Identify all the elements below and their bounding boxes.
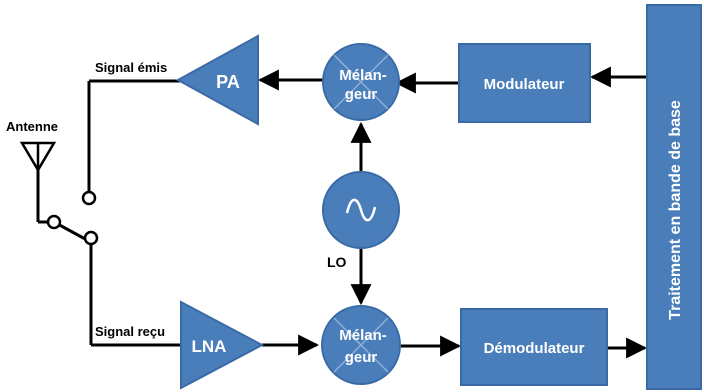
lna-amplifier: LNA <box>180 300 265 390</box>
modulator-label: Modulateur <box>484 76 565 93</box>
mixer-bottom-label-line2: geur <box>345 349 378 366</box>
pa-label: PA <box>216 72 240 92</box>
baseband-label: Traitement en bande de base <box>667 100 684 320</box>
local-oscillator <box>322 171 400 249</box>
switch-contact-common <box>46 214 62 230</box>
sine-wave-icon <box>345 198 377 222</box>
mixer-bottom-label-line1: Mélan- <box>339 327 387 344</box>
signal-rx-label: Signal reçu <box>95 324 165 339</box>
rf-switch <box>46 190 99 246</box>
antenna-label: Antenne <box>6 119 58 134</box>
baseband-block: Traitement en bande de base <box>646 4 702 390</box>
wires <box>36 66 648 359</box>
mixer-top: Mélan- geur <box>322 43 400 121</box>
demodulator-block: Démodulateur <box>460 308 608 386</box>
pa-amplifier: PA <box>175 34 259 126</box>
antenna-icon <box>19 141 57 173</box>
mixer-top-label-line2: geur <box>345 86 378 103</box>
mixer-top-label-line1: Mélan- <box>339 67 387 84</box>
lo-label: LO <box>327 254 347 270</box>
mixer-bottom: Mélan- geur <box>321 305 401 385</box>
demodulator-label: Démodulateur <box>484 340 585 357</box>
signal-tx-label: Signal émis <box>95 60 167 75</box>
switch-contact-tx <box>81 190 97 206</box>
switch-contact-rx <box>83 230 99 246</box>
lna-label: LNA <box>192 337 227 356</box>
modulator-block: Modulateur <box>458 43 591 123</box>
